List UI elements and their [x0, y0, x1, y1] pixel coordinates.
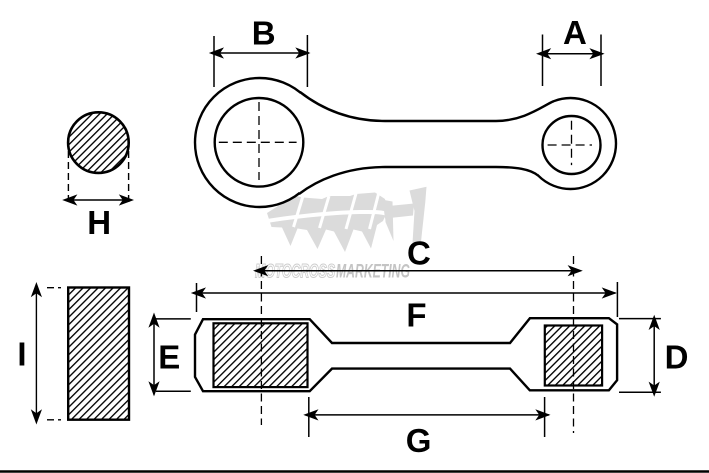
svg-text:E: E	[158, 339, 180, 376]
svg-text:H: H	[87, 204, 111, 241]
svg-text:MOTOCROSS: MOTOCROSS	[255, 262, 335, 283]
svg-text:G: G	[406, 422, 432, 459]
svg-text:D: D	[665, 339, 689, 376]
svg-text:I: I	[17, 336, 26, 373]
svg-text:C: C	[407, 235, 431, 272]
svg-text:MARKETING: MARKETING	[336, 262, 410, 283]
svg-text:A: A	[563, 14, 587, 51]
svg-text:F: F	[406, 297, 426, 334]
svg-text:B: B	[252, 15, 276, 52]
